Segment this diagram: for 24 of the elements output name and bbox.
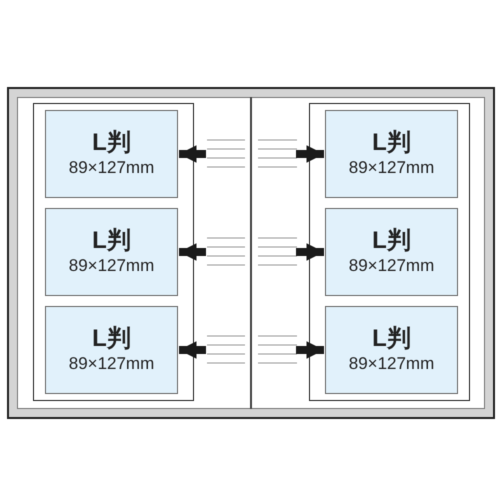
arrow bbox=[179, 341, 206, 359]
arrow bbox=[179, 145, 206, 163]
photo-slot bbox=[45, 110, 178, 198]
arrow bbox=[296, 243, 324, 261]
size-dimensions: 89×127mm bbox=[348, 157, 434, 179]
photo-slot bbox=[325, 208, 458, 296]
photo-slot bbox=[45, 306, 178, 394]
size-name: L判 bbox=[92, 325, 131, 353]
photo-slot bbox=[45, 208, 178, 296]
arrow bbox=[296, 341, 324, 359]
size-dimensions: 89×127mm bbox=[68, 353, 154, 375]
size-name: L判 bbox=[92, 129, 131, 157]
size-dimensions: 89×127mm bbox=[68, 255, 154, 277]
arrow bbox=[296, 145, 324, 163]
size-dimensions: 89×127mm bbox=[348, 353, 434, 375]
size-name: L判 bbox=[372, 129, 411, 157]
photo-slot bbox=[325, 306, 458, 394]
arrow bbox=[179, 243, 206, 261]
size-name: L判 bbox=[92, 227, 131, 255]
size-dimensions: 89×127mm bbox=[68, 157, 154, 179]
size-name: L判 bbox=[372, 325, 411, 353]
size-dimensions: 89×127mm bbox=[348, 255, 434, 277]
size-name: L判 bbox=[372, 227, 411, 255]
photo-slot bbox=[325, 110, 458, 198]
